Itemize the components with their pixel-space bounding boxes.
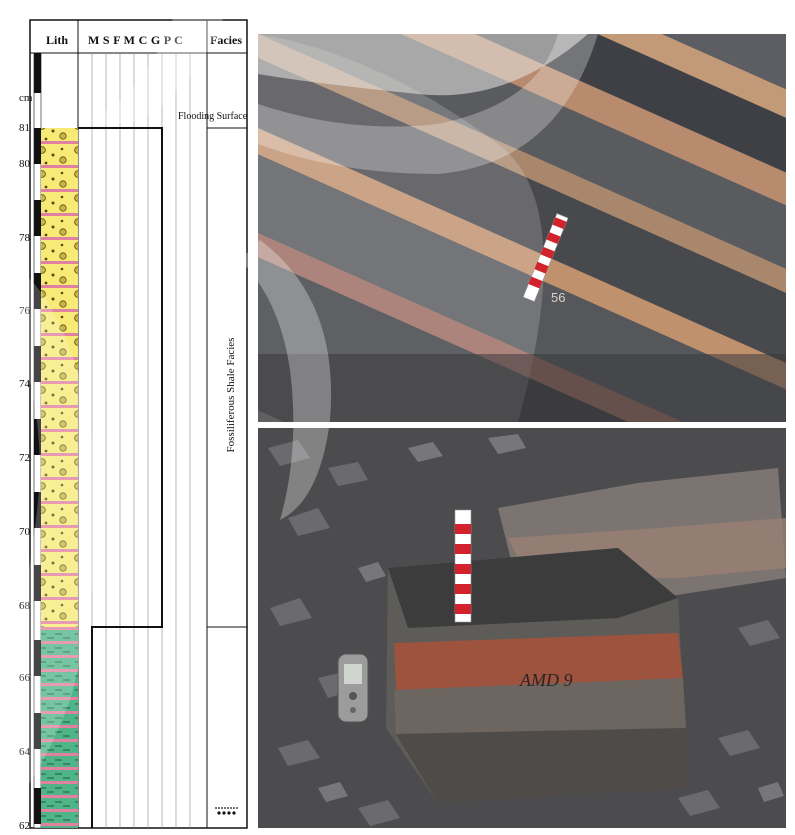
depth-tick: 80 <box>19 158 30 170</box>
outcrop-photo-top: 56 <box>258 34 786 422</box>
depth-tick: 76 <box>19 305 30 317</box>
depth-tick: 68 <box>19 600 30 612</box>
header-grain-size: M S F M C G P C <box>88 33 184 47</box>
depth-tick: 81 <box>19 122 30 134</box>
depth-unit-label: cm <box>19 92 33 104</box>
depth-tick: 70 <box>19 526 30 538</box>
depth-tick: 74 <box>19 378 30 390</box>
sample-label: AMD 9 <box>519 670 573 690</box>
stratigraphic-column <box>29 19 248 829</box>
depth-tick: 72 <box>19 452 30 464</box>
lith-yellow-unit <box>41 128 78 627</box>
scale-bar-top <box>522 213 569 302</box>
scale-bar-bottom <box>454 509 472 623</box>
depth-tick: 62 <box>19 820 30 832</box>
outcrop-photo-bottom: AMD 9 <box>258 428 786 828</box>
depth-tick: 66 <box>19 672 30 684</box>
gps-device-icon <box>337 653 369 723</box>
scale-marker-text: 56 <box>551 290 565 305</box>
header-lith: Lith <box>46 33 69 47</box>
flooding-surface-label: Flooding Surface <box>178 111 248 122</box>
depth-tick: 78 <box>19 232 30 244</box>
lith-green-unit <box>41 627 78 828</box>
grain-size-profile <box>78 127 163 828</box>
facies-label: Fossiliferous Shale Facies <box>225 337 237 453</box>
header-facies: Facies <box>210 33 242 47</box>
facies-symbol <box>215 807 238 815</box>
depth-tick: 64 <box>19 746 30 758</box>
